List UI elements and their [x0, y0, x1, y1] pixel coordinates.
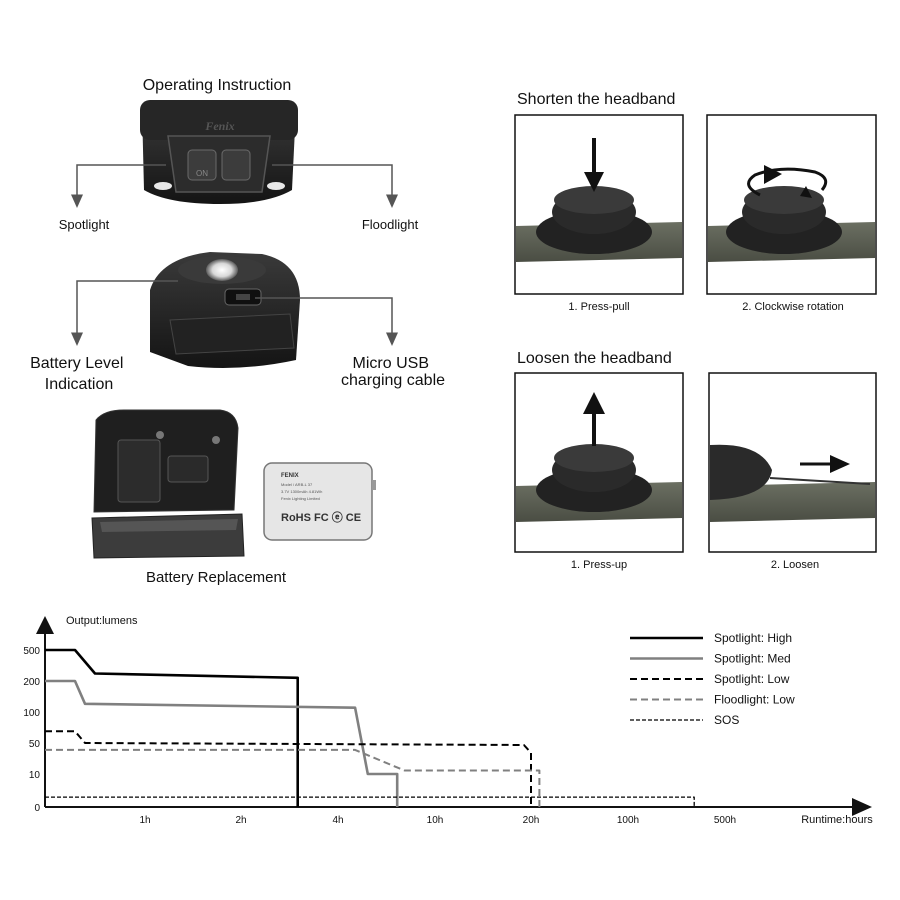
battery-model-text: Model / ARB-L 37 — [281, 482, 313, 487]
battery-certification-marks: RoHS FC ⓔ CE — [281, 510, 361, 524]
battery-level-callout-line — [71, 280, 178, 346]
loosen-step2-panel — [708, 372, 877, 553]
runtime-chart: Output:lumens Runtime:hours 500200100501… — [23, 615, 873, 826]
legend-label: Spotlight: High — [714, 631, 792, 645]
floodlight-callout-line — [272, 164, 398, 208]
legend-label: Spotlight: Med — [714, 652, 791, 666]
y-tick-label: 10 — [29, 770, 41, 781]
y-tick-label: 0 — [34, 803, 40, 814]
headband-adjustment-panel: Shorten the headband Loosen the headband… — [514, 91, 877, 571]
micro-usb-label: Micro USB charging cable — [341, 355, 445, 389]
series-line-spotlight-med — [45, 679, 399, 807]
battery-replacement-label: Battery Replacement — [146, 569, 287, 586]
headlamp-brand-logo: Fenix — [204, 119, 234, 133]
series-line-sos — [45, 796, 695, 807]
y-tick-label: 100 — [23, 708, 40, 719]
series-line-spotlight-high — [45, 648, 299, 807]
headlamp-angle-photo — [150, 252, 300, 368]
series-line-floodlight-low — [45, 748, 541, 807]
battery-maker-text: Fenix Lighting Limited — [281, 496, 320, 501]
x-tick-labels: 1h 2h 4h 10h 20h 100h 500h — [139, 815, 736, 826]
x-tick-label: 1h — [139, 815, 150, 826]
series-lines — [45, 648, 695, 807]
x-tick-label: 500h — [714, 815, 736, 826]
loosen-step2-label: 2. Loosen — [771, 559, 819, 571]
battery-compartment-photo — [91, 409, 245, 559]
clockwise-rotation-arrow-icon — [747, 167, 828, 197]
svg-text:ON: ON — [196, 169, 208, 178]
x-tick-label: 4h — [332, 815, 343, 826]
spotlight-callout-line — [71, 164, 166, 208]
x-axis-arrow-icon — [852, 798, 872, 816]
shorten-headband-title: Shorten the headband — [517, 91, 675, 108]
shorten-step2-label: 2. Clockwise rotation — [742, 301, 844, 313]
x-tick-label: 20h — [523, 815, 540, 826]
y-axis-arrow-icon — [36, 616, 54, 634]
shorten-step1-label: 1. Press-pull — [568, 301, 629, 313]
loosen-headband-title: Loosen the headband — [517, 350, 672, 367]
x-tick-label: 2h — [235, 815, 246, 826]
x-tick-label: 100h — [617, 815, 639, 826]
legend-label: Floodlight: Low — [714, 693, 795, 707]
loosen-step1-label: 1. Press-up — [571, 559, 627, 571]
y-tick-label: 500 — [23, 646, 40, 657]
series-line-spotlight-low — [45, 730, 532, 807]
battery-photo: FENIX Model / ARB-L 37 3.7V 1300mAh 4.81… — [263, 462, 376, 541]
legend-label: SOS — [714, 713, 739, 727]
battery-spec-text: 3.7V 1300mAh 4.81Wh — [281, 489, 322, 494]
spotlight-label: Spotlight — [59, 217, 110, 232]
usb-callout-line — [255, 297, 398, 346]
loosen-step1-panel — [514, 372, 684, 553]
headlamp-front-photo: ON Fenix — [140, 100, 298, 204]
x-axis-label: Runtime:hours — [801, 814, 873, 826]
y-axis-label: Output:lumens — [66, 615, 138, 627]
battery-brand: FENIX — [281, 473, 299, 479]
shorten-step2-panel — [706, 114, 877, 295]
legend-label: Spotlight: Low — [714, 672, 790, 686]
shorten-step1-panel — [514, 114, 684, 295]
floodlight-label: Floodlight — [362, 217, 419, 232]
y-tick-label: 50 — [29, 739, 41, 750]
y-tick-label: 200 — [23, 677, 40, 688]
x-tick-label: 10h — [427, 815, 444, 826]
operating-instruction-title: Operating Instruction — [143, 77, 292, 94]
battery-level-label: Battery Level Indication — [30, 355, 128, 393]
operating-instruction-panel: Operating Instruction ON Fenix Spotlight… — [30, 77, 445, 586]
